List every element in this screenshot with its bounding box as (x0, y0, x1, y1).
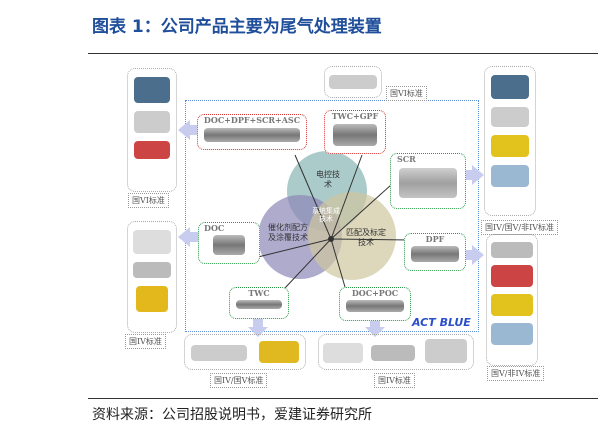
forklift-image (136, 286, 168, 312)
standard-label: 国IV/国V/非IV标准 (481, 220, 559, 235)
product-label: TWC+GPF (331, 111, 379, 121)
vehicle-group-light (318, 334, 474, 370)
circle-calibration (308, 192, 396, 280)
vehicle-group-right-bottom (486, 234, 538, 366)
pickup-image (133, 262, 171, 278)
product-doc: DOC (198, 222, 260, 264)
ship-image (491, 323, 533, 345)
label-electronic-control: 电控技术 (316, 170, 340, 189)
product-label: DOC (204, 223, 225, 233)
product-label: TWC (248, 288, 270, 298)
product-image (333, 124, 377, 146)
vehicle-group-car (324, 66, 382, 98)
truck-image (133, 230, 171, 254)
product-doc-dpf-scr-asc: DOC+DPF+SCR+ASC (197, 114, 307, 150)
truck-image (491, 75, 529, 99)
car-image (329, 75, 377, 89)
van-image (134, 111, 170, 133)
standard-label: 国IV标准 (125, 334, 166, 349)
product-image (204, 128, 300, 142)
pickup-image (491, 242, 533, 258)
truck-image (134, 77, 170, 103)
product-label: DOC+POC (351, 288, 399, 298)
product-image (346, 300, 404, 312)
product-doc-poc: DOC+POC (339, 287, 411, 321)
standard-label: 国IV标准 (374, 373, 415, 388)
divider (88, 398, 598, 399)
bus-image (134, 141, 170, 159)
actblue-logo: ACT BLUE (412, 316, 471, 329)
product-label: DOC+DPF+SCR+ASC (203, 115, 301, 125)
product-label: DPF (425, 234, 445, 244)
system-frame (185, 100, 479, 332)
product-image (411, 246, 459, 262)
standard-label: 国VI标准 (128, 193, 169, 208)
product-image (236, 300, 282, 309)
standard-label: 国V/非IV标准 (487, 366, 545, 381)
product-label: SCR (397, 154, 416, 164)
product-scr: SCR (390, 153, 466, 209)
divider (88, 53, 598, 54)
product-image (213, 235, 245, 255)
roller-image (491, 294, 533, 316)
product-dpf: DPF (404, 233, 466, 271)
light-truck-image (323, 343, 363, 363)
car-image (191, 345, 247, 361)
source-note: 资料来源：公司招股说明书，爱建证券研究所 (92, 407, 372, 423)
product-image (399, 168, 457, 198)
label-catalyst: 催化剂配方及涂覆技术 (268, 223, 308, 242)
van-image (491, 107, 529, 127)
pickup-image (371, 345, 415, 361)
product-twc-gpf: TWC+GPF (324, 110, 386, 154)
standard-label: 国IV/国V标准 (210, 373, 268, 388)
vehicle-group-car-moto (184, 334, 306, 370)
vehicle-group-left-bottom (127, 221, 177, 333)
vehicle-group-heavy (127, 68, 177, 192)
bus-image (491, 265, 533, 287)
standard-label: 国VI标准 (386, 86, 427, 101)
ship-image (491, 165, 529, 187)
product-twc: TWC (229, 287, 289, 319)
label-calibration: 匹配及标定技术 (346, 228, 386, 247)
vehicle-group-right-top (484, 66, 536, 216)
minivan-image (425, 339, 467, 363)
figure-title: 图表 1：公司产品主要为尾气处理装置 (92, 17, 382, 37)
label-system-integration: 系统集成技术 (312, 207, 340, 223)
roller-image (491, 135, 529, 157)
motorcycle-image (259, 341, 299, 363)
